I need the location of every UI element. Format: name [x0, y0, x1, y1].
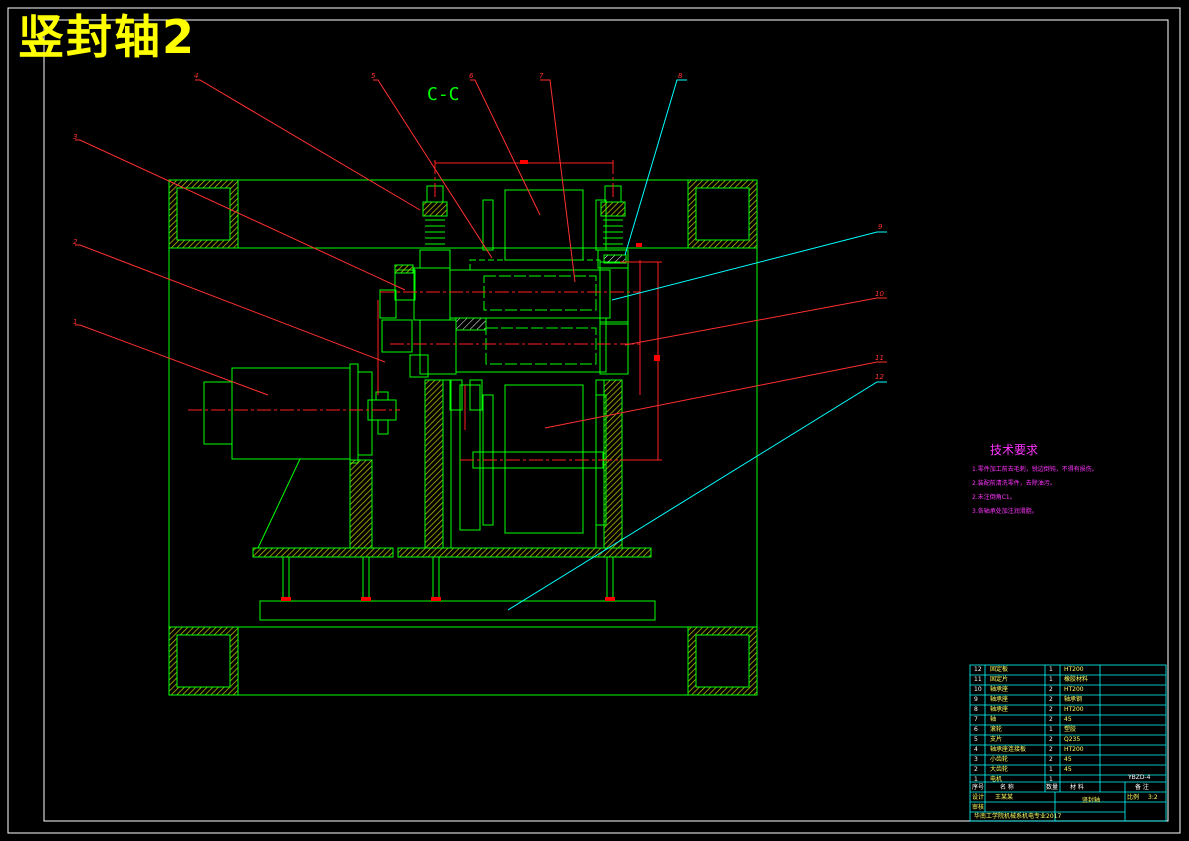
- callout-11: 11: [875, 354, 884, 362]
- bom-cell-name: 轴承座: [990, 686, 1009, 693]
- tube-top-right: [687, 179, 758, 249]
- bom-cell-no: 11: [974, 676, 982, 683]
- drawing-frame: [7, 7, 1181, 834]
- callout-2: 2: [73, 238, 78, 246]
- bom-cell-material: 轴承钢: [1064, 696, 1083, 703]
- bom-cell-name: 轴承座: [990, 706, 1009, 713]
- tech-line-4: 3.各轴承处加注润滑脂。: [972, 508, 1038, 515]
- tube-bottom-right: [687, 626, 758, 696]
- bom-cell-no: 9: [974, 696, 978, 703]
- drawing-title: 竖封轴2: [18, 10, 197, 64]
- bom-cell-qty: 2: [1049, 696, 1053, 703]
- bom-cell-qty: 1: [1049, 776, 1053, 783]
- tech-line-3: 2.未注倒角C1。: [972, 494, 1016, 501]
- base-assembly: [252, 547, 656, 621]
- bom-cell-qty: 1: [1049, 676, 1053, 683]
- bom-cell-material: 橡胶材料: [1064, 676, 1089, 683]
- vertical-supports: [424, 379, 623, 549]
- callout-5: 5: [371, 72, 376, 80]
- coupling: [367, 379, 483, 435]
- bom-header-qty: 数量: [1046, 784, 1059, 791]
- bom-cell-material: HT200: [1064, 686, 1084, 693]
- designer-name: 王某某: [995, 794, 1014, 801]
- housing: [168, 179, 758, 696]
- bom-cell-no: 12: [974, 666, 982, 673]
- checker-label: 审核: [972, 804, 985, 811]
- upper-shaft: [379, 254, 629, 325]
- designer-label: 设计: [972, 794, 985, 801]
- bom-cell-name: 支片: [990, 736, 1003, 743]
- bom-cell-qty: 2: [1049, 756, 1053, 763]
- drawing-code: YBZD-4: [1128, 774, 1151, 781]
- bom-cell-no: 2: [974, 766, 978, 773]
- title-block: [969, 664, 1167, 822]
- callout-3: 3: [73, 133, 78, 141]
- bom-cell-no: 6: [974, 726, 978, 733]
- bom-cell-qty: 1: [1049, 726, 1053, 733]
- leader-lines: [75, 79, 887, 611]
- bom-cell-name: 小齿轮: [990, 756, 1009, 763]
- callout-6: 6: [469, 72, 474, 80]
- callout-7: 7: [539, 72, 544, 80]
- spring-bolts: [419, 185, 629, 269]
- bom-cell-no: 4: [974, 746, 978, 753]
- motor: [203, 363, 373, 549]
- bom-cell-material: 塑胶: [1064, 726, 1077, 733]
- bom-cell-name: 固定片: [990, 676, 1009, 683]
- bom-cell-no: 5: [974, 736, 978, 743]
- bom-cell-material: 45: [1064, 716, 1072, 723]
- bom-cell-qty: 1: [1049, 666, 1053, 673]
- bom-header-name: 名 称: [1000, 784, 1014, 791]
- bom-cell-qty: 2: [1049, 706, 1053, 713]
- feet: [278, 557, 618, 602]
- callout-8: 8: [678, 72, 683, 80]
- bom-cell-qty: 2: [1049, 746, 1053, 753]
- callout-4: 4: [194, 72, 199, 80]
- bom-cell-material: Q235: [1064, 736, 1081, 743]
- callout-9: 9: [878, 223, 883, 231]
- bom-cell-no: 3: [974, 756, 978, 763]
- bom-cell-material: 45: [1064, 756, 1072, 763]
- callout-1: 1: [73, 318, 78, 326]
- scale-label: 比例: [1127, 794, 1140, 801]
- bom-header-material: 材 料: [1070, 784, 1084, 791]
- tech-requirements-heading: 技术要求: [990, 443, 1039, 457]
- school-name: 华南工学院机械系机电专业2017: [974, 813, 1062, 820]
- bom-cell-name: 轴承座连接板: [990, 746, 1027, 753]
- scale-value: 3:2: [1148, 794, 1158, 801]
- tech-line-1: 1.零件加工前去毛刺，锐边倒钝，不得有损伤。: [972, 466, 1098, 473]
- tech-line-2: 2.装配前清洗零件，去除油污。: [972, 480, 1056, 487]
- bom-cell-qty: 1: [1049, 766, 1053, 773]
- bom-cell-material: 45: [1064, 766, 1072, 773]
- bom-cell-no: 8: [974, 706, 978, 713]
- bom-header-remark: 备 注: [1135, 784, 1149, 791]
- bom-cell-name: 轴承座: [990, 696, 1009, 703]
- bom-cell-name: 固定板: [990, 666, 1009, 673]
- bom-cell-qty: 2: [1049, 716, 1053, 723]
- part-title: 竖封轴: [1082, 797, 1101, 804]
- tube-top-left: [168, 179, 239, 249]
- bom-cell-material: HT200: [1064, 746, 1084, 753]
- bom-cell-material: HT200: [1064, 666, 1084, 673]
- bom-cell-material: HT200: [1064, 706, 1084, 713]
- bom-cell-no: 7: [974, 716, 978, 723]
- bom-cell-no: 1: [974, 776, 978, 783]
- bom-cell-qty: 2: [1049, 736, 1053, 743]
- tube-profiles: [168, 179, 758, 696]
- tube-bottom-left: [168, 626, 239, 696]
- dimension-markers: [520, 160, 660, 361]
- bom-cell-no: 10: [974, 686, 982, 693]
- bom-cell-name: 滚轮: [990, 726, 1003, 733]
- bom-cell-name: 大齿轮: [990, 766, 1009, 773]
- bom-header-no: 序号: [972, 784, 985, 791]
- bom-cell-name: 电机: [990, 776, 1003, 783]
- lower-shaft: [381, 317, 629, 378]
- callout-10: 10: [875, 290, 884, 298]
- bom-cell-name: 轴: [990, 716, 997, 723]
- bom-cell-qty: 2: [1049, 686, 1053, 693]
- section-label: C-C: [427, 84, 460, 105]
- callout-12: 12: [875, 373, 884, 381]
